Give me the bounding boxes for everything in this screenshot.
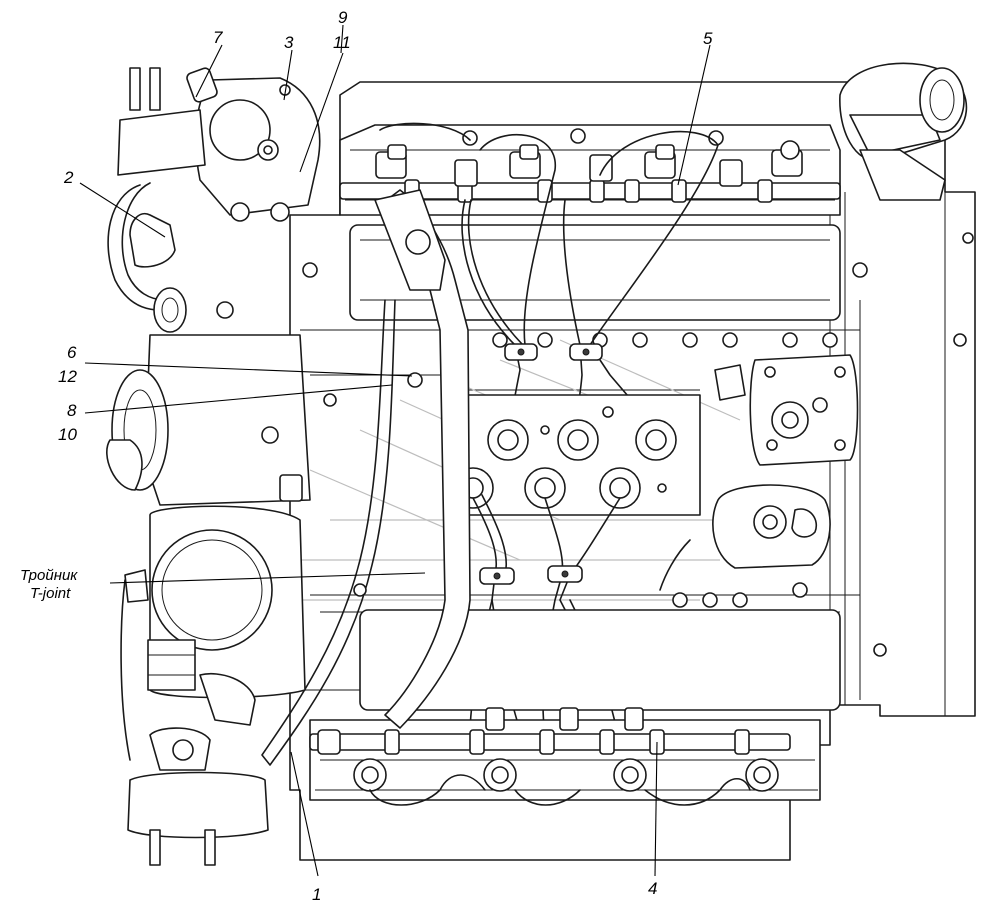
misc-bolts (302, 232, 974, 657)
alternator (106, 301, 311, 506)
callout-1: 1 (312, 885, 321, 904)
oil-filter-housing (714, 354, 859, 466)
leader-lines (79, 24, 711, 877)
fuel-filter-pump (186, 67, 321, 222)
lower-injectors (353, 707, 779, 806)
lower-left-components (120, 579, 269, 866)
callout-5: 5 (703, 29, 713, 48)
callout-6: 6 (67, 343, 77, 362)
callout-8: 8 (67, 401, 77, 420)
callout-7: 7 (213, 28, 223, 47)
callout-2: 2 (63, 168, 74, 187)
tee-label-ru: Тройник (20, 567, 78, 584)
water-pump-housing (659, 484, 831, 591)
callouts: 7 3 9 11 5 2 6 12 8 10 Тройник T-joint 1… (20, 8, 713, 904)
callout-10: 10 (58, 425, 77, 444)
callout-11: 11 (333, 33, 351, 52)
upper-clamps (504, 343, 603, 361)
left-inlet-pipes (107, 67, 206, 333)
upper-injectors (375, 140, 803, 187)
upper-bolts (462, 128, 838, 348)
coolant-pipe (261, 189, 471, 766)
callout-12: 12 (58, 367, 77, 386)
turbocharger (839, 62, 968, 201)
callout-4: 4 (648, 879, 657, 898)
callout-9: 9 (338, 8, 348, 27)
lower-clamps (479, 565, 583, 585)
tee-label-en: T-joint (30, 585, 71, 602)
intake-elbow (124, 505, 306, 726)
callout-3: 3 (284, 33, 294, 52)
lower-fuel-rail (309, 729, 791, 755)
central-valley (452, 394, 701, 516)
